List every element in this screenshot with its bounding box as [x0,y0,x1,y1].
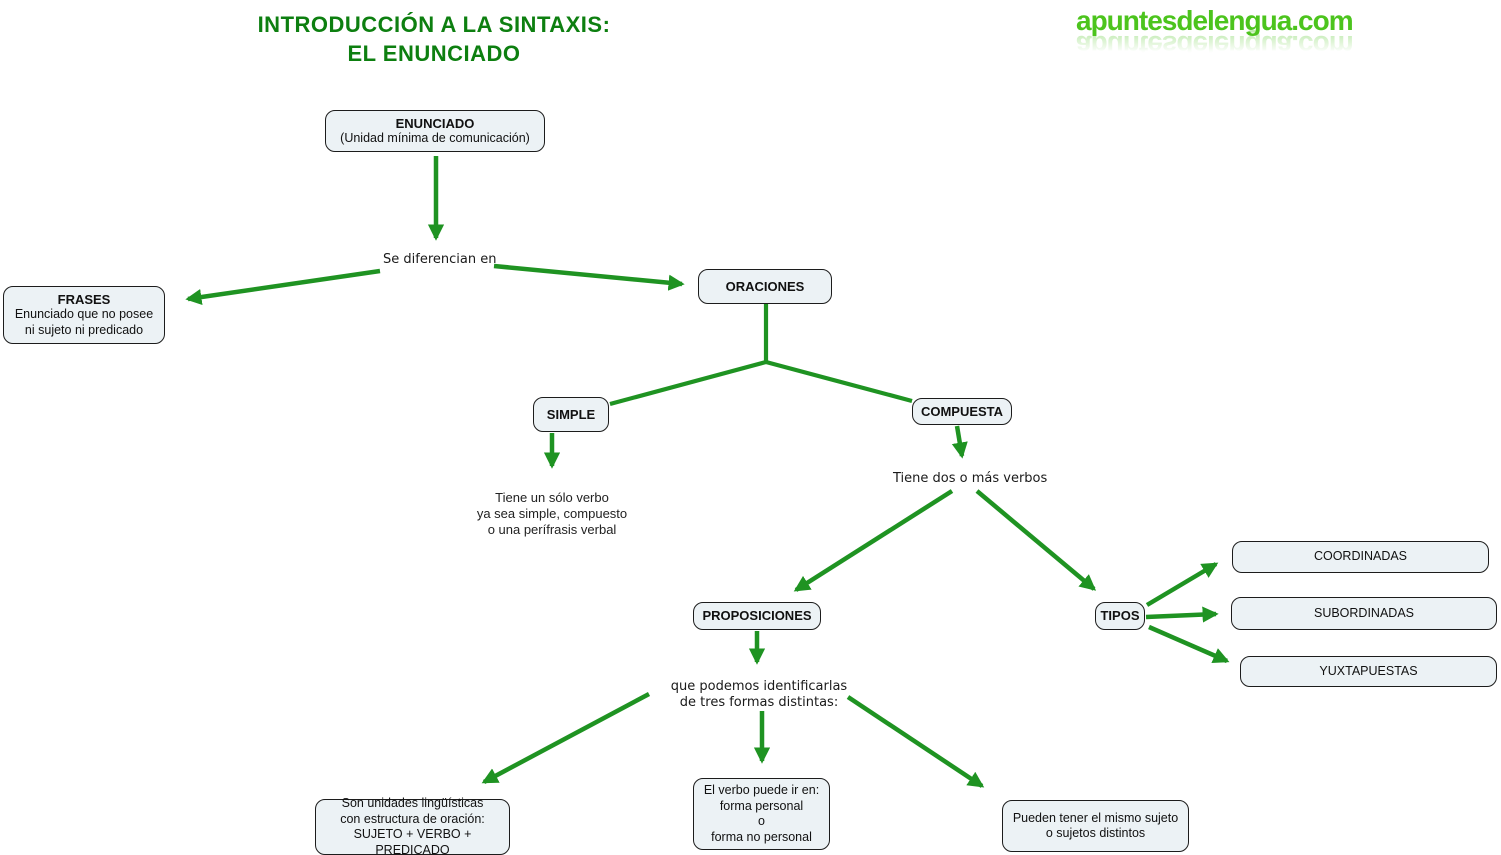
node-mismo-sujeto-line1: Pueden tener el mismo sujeto [1012,810,1179,825]
node-verbo-forma-line1: El verbo puede ir en: [703,783,820,797]
node-coordinadas-title: COORDINADAS [1313,549,1408,564]
arrow-to-tipos [975,489,1097,591]
node-subordinadas-title: SUBORDINADAS [1313,605,1415,620]
node-frases-line1: Enunciado que no posee [14,307,154,322]
node-enunciado-subtitle: (Unidad mínima de comunicación) [340,131,530,145]
node-tipos-title: TIPOS [1100,608,1140,624]
node-verbo-forma-line4: forma no personal [711,829,812,844]
label-tiene-un-solo-verbo-line2: ya sea simple, compuesto [476,506,628,521]
node-unidades-line3: SUJETO + VERBO + PREDICADO [353,827,472,855]
label-que-podemos: que podemos identificarlas de tres forma… [659,679,859,711]
arrow-to-unidades [481,692,651,784]
page-title-line2: EL ENUNCIADO [347,41,521,66]
node-proposiciones-title: PROPOSICIONES [702,608,812,624]
site-logo: apuntesdelengua.com apuntesdelengua.com [1076,5,1376,62]
arrow-to-proposiciones [793,489,954,592]
node-proposiciones: PROPOSICIONES [693,602,821,630]
node-unidades-line2: con estructura de oración: [340,811,485,826]
node-enunciado-title: ENUNCIADO [395,115,475,131]
node-verbo-forma-line2: forma personal [719,798,804,813]
node-yuxtapuestas: YUXTAPUESTAS [1240,656,1497,687]
arrow-to-mismo-sujeto [846,695,985,788]
page-title-line1: INTRODUCCIÓN A LA SINTAXIS: [257,12,611,37]
node-yuxtapuestas-title: YUXTAPUESTAS [1319,663,1418,678]
node-oraciones: ORACIONES [698,269,832,304]
page-title: INTRODUCCIÓN A LA SINTAXIS: EL ENUNCIADO [184,10,684,68]
arrow-to-oraciones [493,263,685,291]
label-tiene-un-solo-verbo-line3: o una perífrasis verbal [487,522,617,537]
node-frases-line2: ni sujeto ni predicado [24,322,144,337]
node-simple: SIMPLE [533,397,609,432]
node-frases: FRASES Enunciado que no posee ni sujeto … [3,286,165,344]
label-tiene-un-solo-verbo: Tiene un sólo verbo ya sea simple, compu… [437,490,667,538]
node-compuesta: COMPUESTA [912,398,1012,425]
node-mismo-sujeto: Pueden tener el mismo sujeto o sujetos d… [1002,800,1189,852]
arrow-to-frases [185,268,381,306]
arrow-tipos-to-subordinadas [1145,606,1219,623]
label-tiene-dos-verbos: Tiene dos o más verbos [893,471,1048,486]
node-coordinadas: COORDINADAS [1232,541,1489,573]
node-verbo-forma-line3: o [758,814,765,828]
site-logo-reflection: apuntesdelengua.com [1076,30,1353,61]
node-oraciones-title: ORACIONES [725,278,805,294]
node-tipos: TIPOS [1095,602,1145,630]
arrow-tipos-to-coordinadas [1145,562,1219,607]
line-oraciones-to-compuesta [765,359,913,404]
node-subordinadas: SUBORDINADAS [1231,597,1497,630]
node-compuesta-title: COMPUESTA [920,403,1004,419]
node-enunciado: ENUNCIADO (Unidad mínima de comunicación… [325,110,545,152]
label-tiene-un-solo-verbo-line1: Tiene un sólo verbo [495,490,609,505]
arrow-compuesta-down [951,425,968,459]
node-unidades-line1: Son unidades lingüísticas [341,796,484,810]
label-que-podemos-line1: que podemos identificarlas [670,679,848,694]
arrow-tipos-to-yuxtapuestas [1148,624,1230,664]
node-mismo-sujeto-line2: o sujetos distintos [1045,826,1146,840]
node-frases-title: FRASES [57,291,111,307]
label-que-podemos-line2: de tres formas distintas: [679,695,839,710]
node-simple-title: SIMPLE [546,406,596,422]
node-unidades-linguisticas: Son unidades lingüísticas con estructura… [315,796,510,855]
line-oraciones-to-simple [609,359,767,407]
label-se-diferencian: Se diferencian en [383,252,497,267]
site-logo-text: apuntesdelengua.com [1076,5,1354,36]
node-verbo-forma: El verbo puede ir en: forma personal o f… [693,778,830,850]
